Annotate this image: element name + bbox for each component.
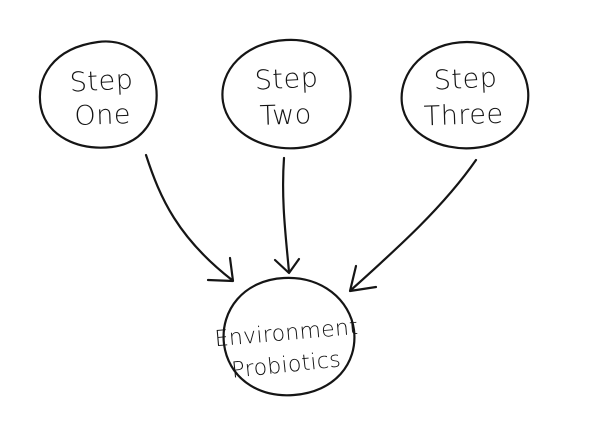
arrow-shaft: [144, 153, 234, 282]
step-one-label-line2: One: [74, 99, 132, 132]
step-one-circle: [38, 40, 158, 149]
result-node: Environment Probiotics: [214, 276, 359, 397]
arrow-step-two-to-result: [273, 156, 301, 275]
step-two-label-line1: Step: [254, 62, 319, 96]
arrow-step-three-to-result: [348, 158, 478, 293]
step-one-node: Step One: [38, 40, 158, 149]
arrow-shaft: [349, 158, 478, 292]
step-three-node: Step Three: [400, 40, 530, 150]
arrowhead: [273, 257, 301, 275]
arrow-shaft: [281, 156, 291, 274]
step-three-circle: [400, 40, 530, 150]
step-three-label-line1: Step: [433, 62, 498, 96]
step-two-node: Step Two: [221, 38, 352, 150]
step-three-label-line2: Three: [423, 99, 504, 133]
arrow-step-one-to-result: [144, 153, 235, 283]
result-circle: [222, 276, 356, 397]
step-two-label-line2: Two: [259, 99, 312, 132]
step-two-circle: [221, 38, 352, 150]
step-one-label-line1: Step: [69, 64, 134, 98]
result-label-line2: Probiotics: [230, 347, 342, 383]
arrowhead: [206, 256, 235, 283]
arrowhead: [348, 264, 378, 293]
